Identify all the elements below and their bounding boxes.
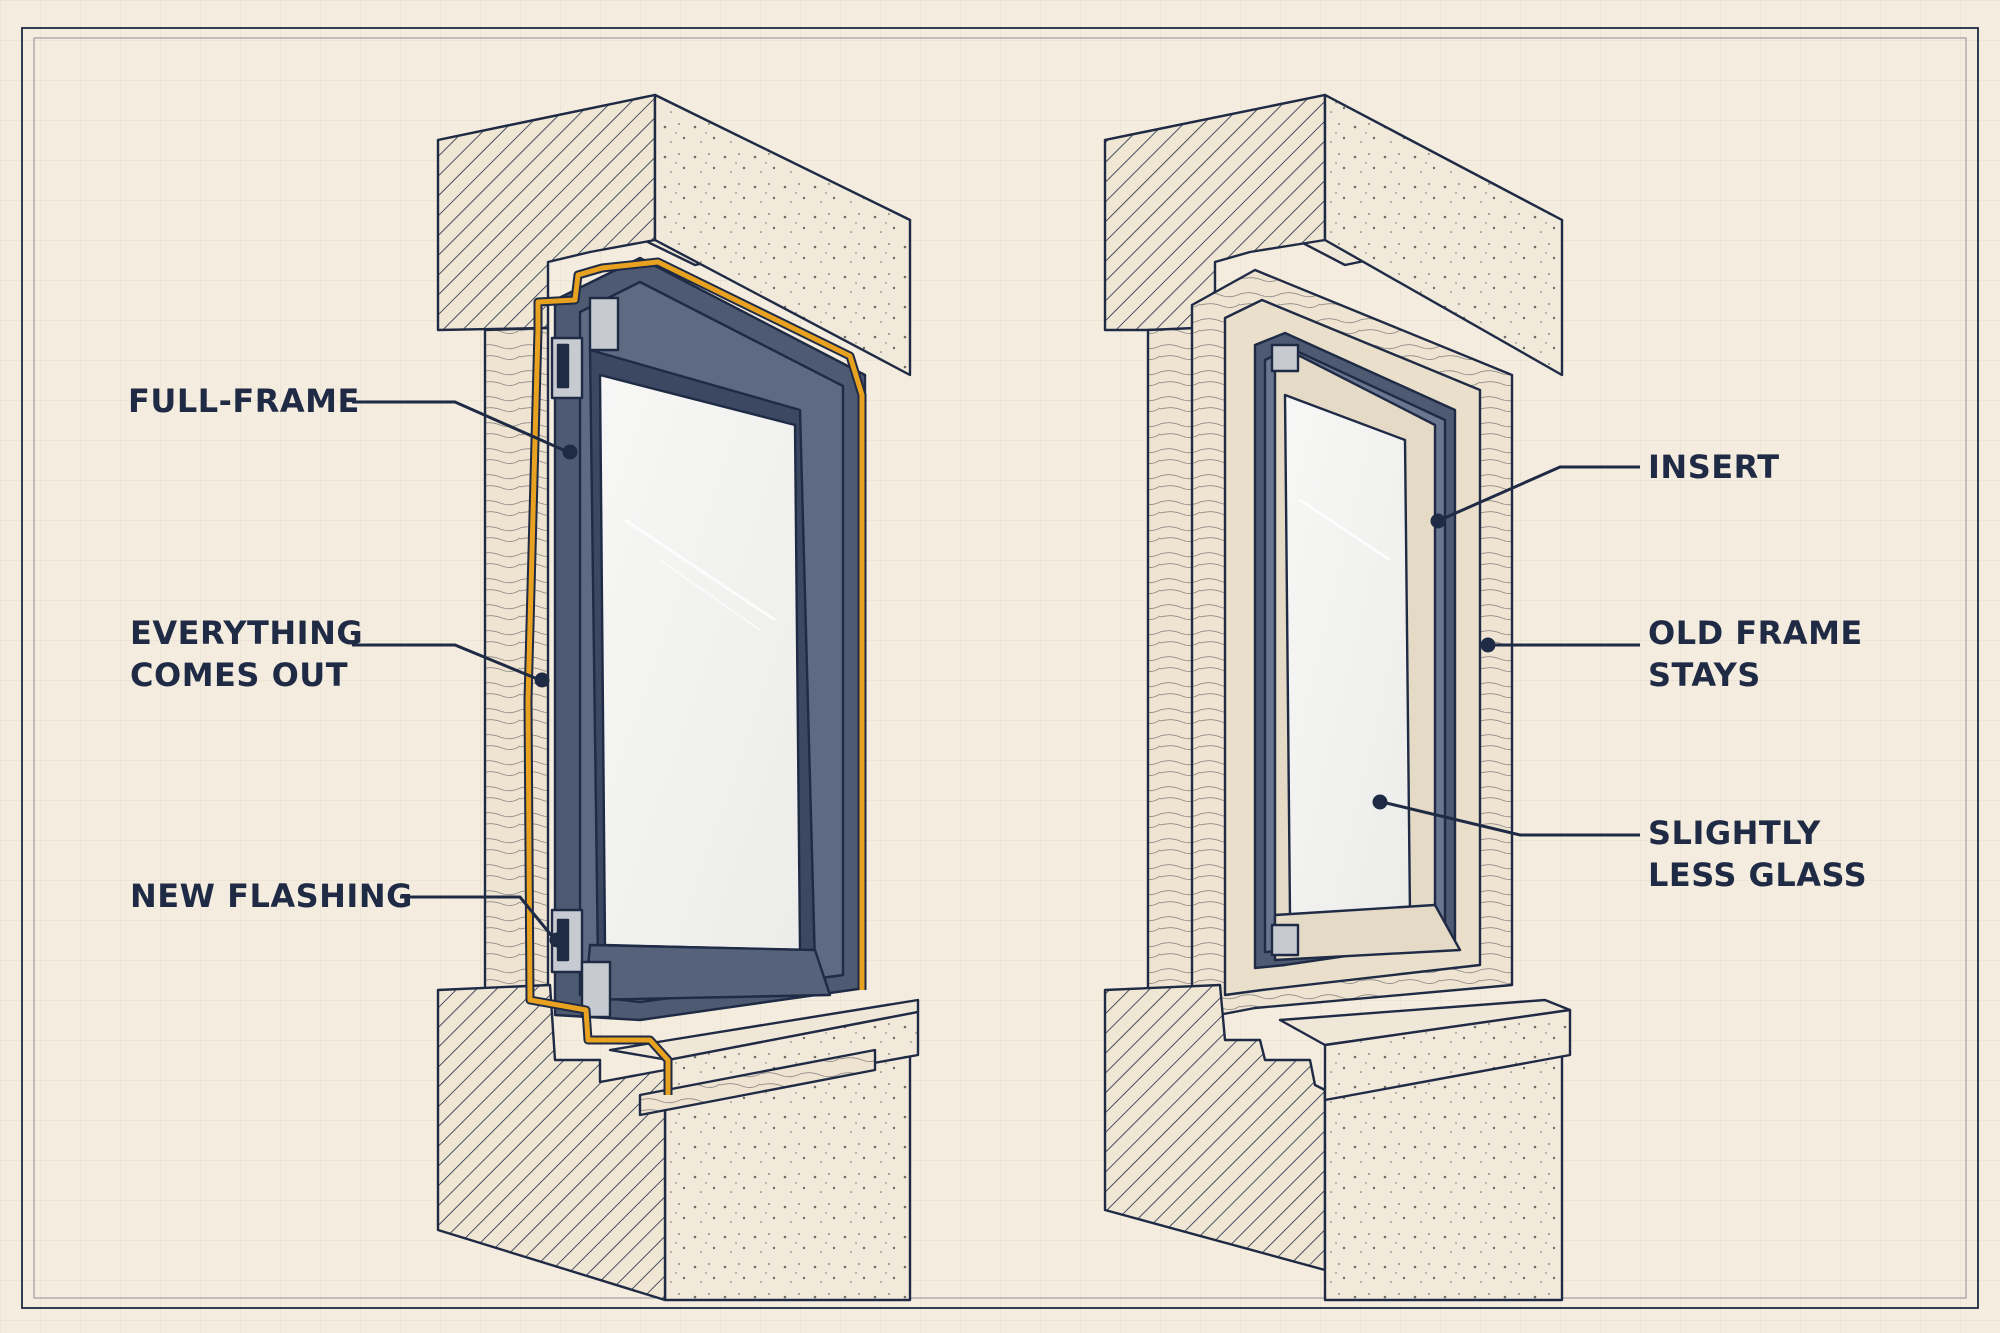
right-leader-lines bbox=[1372, 465, 1640, 837]
label-insert: INSERT bbox=[1648, 446, 1780, 488]
label-less-glass-line1: SLIGHTLY bbox=[1648, 814, 1821, 852]
label-slightly-less-glass: SLIGHTLY LESS GLASS bbox=[1648, 812, 1867, 896]
left-leader-lines bbox=[352, 400, 578, 948]
label-less-glass-line2: LESS GLASS bbox=[1648, 856, 1868, 894]
label-new-flashing-text: NEW FLASHING bbox=[130, 877, 413, 915]
label-new-flashing: NEW FLASHING bbox=[130, 875, 413, 917]
label-insert-text: INSERT bbox=[1648, 448, 1780, 486]
right-glass-pane bbox=[1283, 393, 1412, 917]
label-full-frame: FULL-FRAME bbox=[128, 380, 360, 422]
page-border bbox=[21, 27, 1979, 1309]
flashing-outline bbox=[523, 257, 867, 1095]
label-old-frame-line2: STAYS bbox=[1648, 656, 1761, 694]
label-everything-line2: COMES OUT bbox=[130, 656, 349, 694]
label-everything-comes-out: EVERYTHING COMES OUT bbox=[130, 612, 363, 696]
label-old-frame-stays: OLD FRAME STAYS bbox=[1648, 612, 1863, 696]
label-old-frame-line1: OLD FRAME bbox=[1648, 614, 1863, 652]
insert-diagram bbox=[1103, 93, 1572, 1302]
label-everything-line1: EVERYTHING bbox=[130, 614, 364, 652]
left-glass-pane bbox=[598, 373, 802, 952]
label-full-frame-text: FULL-FRAME bbox=[128, 382, 360, 420]
